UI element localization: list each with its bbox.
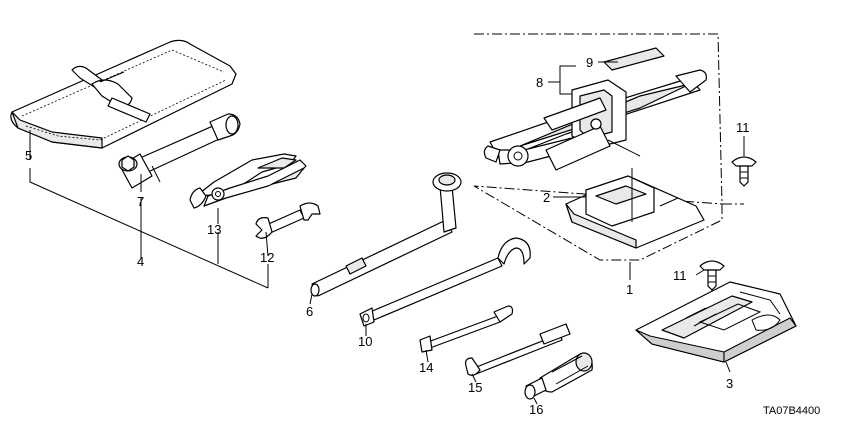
wheel-wrench: [310, 172, 462, 297]
callout-11-upper: 11: [736, 120, 750, 135]
callout-13: 13: [207, 222, 221, 237]
jack-assembly-outline: [473, 33, 744, 261]
callout-12: 12: [260, 250, 274, 265]
scissor-jack: [483, 69, 707, 171]
callout-9: 9: [586, 55, 593, 70]
callout-4: 4: [137, 254, 144, 269]
callout-15: 15: [468, 380, 482, 395]
clip-lower: [699, 260, 725, 300]
jack-label: [603, 47, 665, 71]
jack-handle-bar: [359, 237, 531, 327]
tool-bag: [10, 39, 237, 149]
tool-kit-bracket: [29, 168, 269, 289]
callout-16: 16: [529, 402, 543, 417]
callout-8: 8: [536, 75, 543, 90]
callout-3: 3: [726, 376, 733, 391]
jack-case: [565, 168, 705, 249]
wheel-nut-wrench: [118, 113, 241, 189]
callout-5: 5: [25, 148, 32, 163]
jack-tray: [635, 281, 797, 363]
callout-1: 1: [626, 282, 633, 297]
callout-7: 7: [137, 194, 144, 209]
callout-10: 10: [358, 334, 372, 349]
callout-14: 14: [419, 360, 433, 375]
leader-lines: [29, 61, 745, 405]
extension-bar: [419, 305, 514, 353]
driver-handle-bar: [465, 323, 571, 376]
clip-upper: [731, 156, 757, 187]
open-end-wrench: [255, 202, 321, 239]
callout-labels: 5 7 4 13 12 6 10 14 15 16 8 9 2 11 11 1 …: [25, 55, 820, 417]
callout-11-lower: 11: [673, 268, 687, 283]
pliers: [189, 153, 307, 209]
callout-6: 6: [306, 304, 313, 319]
diagram-code: TA07B4400: [763, 405, 820, 417]
callout-2: 2: [543, 190, 550, 205]
screwdriver: [524, 352, 593, 400]
